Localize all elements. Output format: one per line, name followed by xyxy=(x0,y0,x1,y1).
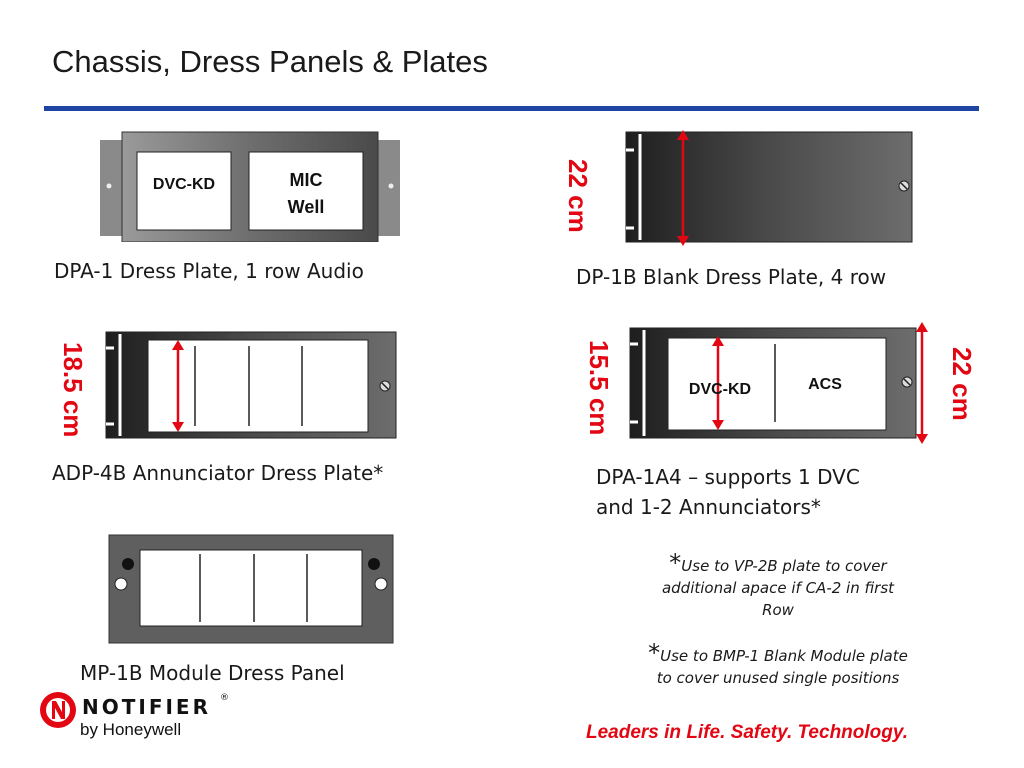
tagline: Leaders in Life. Safety. Technology. xyxy=(586,722,909,743)
adp4b-plate-graphic xyxy=(105,331,397,439)
by-honeywell-text: by Honeywell xyxy=(80,720,182,739)
adp4b-height-measure: 18.5 cm xyxy=(58,342,88,438)
dpa1a4-caption-line2: and 1-2 Annunciators* xyxy=(596,495,821,519)
note2-line2: to cover unused single positions xyxy=(656,669,900,687)
note2-line1: Use to BMP-1 Blank Module plate xyxy=(660,647,908,665)
dpa1a4-plate-graphic xyxy=(629,327,917,439)
dpa1-label-mic: MIC xyxy=(289,170,323,190)
dpa1a4-outer-arrow xyxy=(916,322,928,444)
dpa1-plate-graphic xyxy=(100,131,400,242)
dpa1-caption: DPA-1 Dress Plate, 1 row Audio xyxy=(54,259,364,283)
dpa1a4-label-dvc-kd: DVC-KD xyxy=(688,381,752,398)
notifier-logo-text: NOTIFIER xyxy=(82,695,211,719)
note1-star: * xyxy=(669,549,682,577)
note1-line1: Use to VP-2B plate to cover xyxy=(681,557,887,575)
adp4b-caption: ADP-4B Annunciator Dress Plate* xyxy=(52,461,384,485)
dpa1a4-outer-measure: 22 cm xyxy=(947,347,977,421)
dp1b-caption: DP-1B Blank Dress Plate, 4 row xyxy=(576,265,887,289)
dpa1a4-inner-measure: 15.5 cm xyxy=(584,340,614,436)
note1-line2: additional apace if CA-2 in first xyxy=(661,579,895,597)
note2-star: * xyxy=(648,639,661,667)
dp1b-plate-graphic xyxy=(625,130,913,246)
mp1b-caption: MP-1B Module Dress Panel xyxy=(80,661,345,685)
dpa1-label-dvc-kd: DVC-KD xyxy=(152,176,216,193)
page-title: Chassis, Dress Panels & Plates xyxy=(52,44,488,79)
title-divider xyxy=(44,106,979,111)
mp1b-panel-graphic xyxy=(108,534,394,644)
notifier-n-icon xyxy=(40,692,76,728)
dpa1a4-label-acs: ACS xyxy=(808,376,842,393)
dpa1-label-well: Well xyxy=(287,197,325,217)
note-vp2b: *Use to VP-2B plate to cover additional … xyxy=(582,549,974,621)
registered-mark: ® xyxy=(220,693,229,703)
dp1b-height-measure: 22 cm xyxy=(563,159,593,233)
note-bmp1: *Use to BMP-1 Blank Module plate to cove… xyxy=(582,639,974,689)
dpa1a4-caption-line1: DPA-1A4 – supports 1 DVC xyxy=(596,465,860,489)
note1-line3: Row xyxy=(762,601,794,619)
